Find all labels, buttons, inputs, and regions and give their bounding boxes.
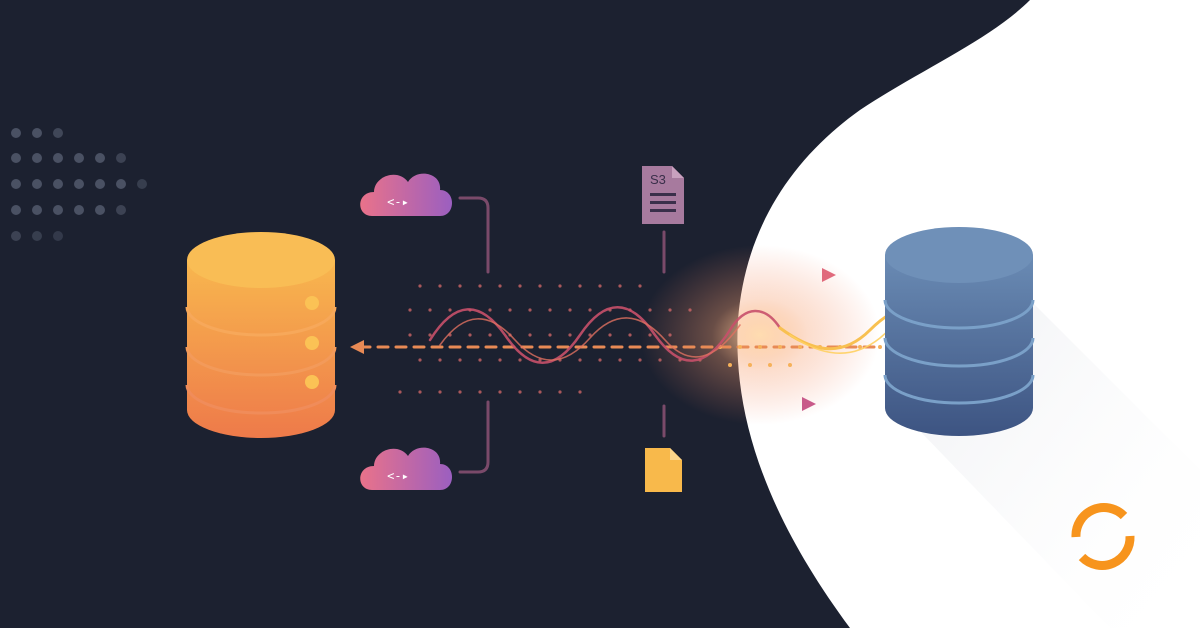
- cloud-top-code: <-▸: [387, 195, 409, 209]
- s3-file-icon: S3: [642, 166, 684, 224]
- cloud-code-icon: <-▸: [360, 173, 452, 216]
- cloud-code-icon: <-▸: [360, 447, 452, 490]
- dot-grid: [11, 128, 147, 241]
- cloud-bottom-code: <-▸: [387, 469, 409, 483]
- s3-label: S3: [650, 172, 666, 187]
- transfer-glow: [640, 245, 880, 425]
- brand-logo-icon: [1071, 503, 1135, 570]
- source-database-icon: [185, 232, 337, 438]
- flow-lines: [333, 273, 882, 406]
- arrowheads: [350, 268, 836, 411]
- document-icon: [645, 448, 682, 492]
- connectors: [458, 196, 666, 474]
- target-database-icon: [883, 227, 1035, 436]
